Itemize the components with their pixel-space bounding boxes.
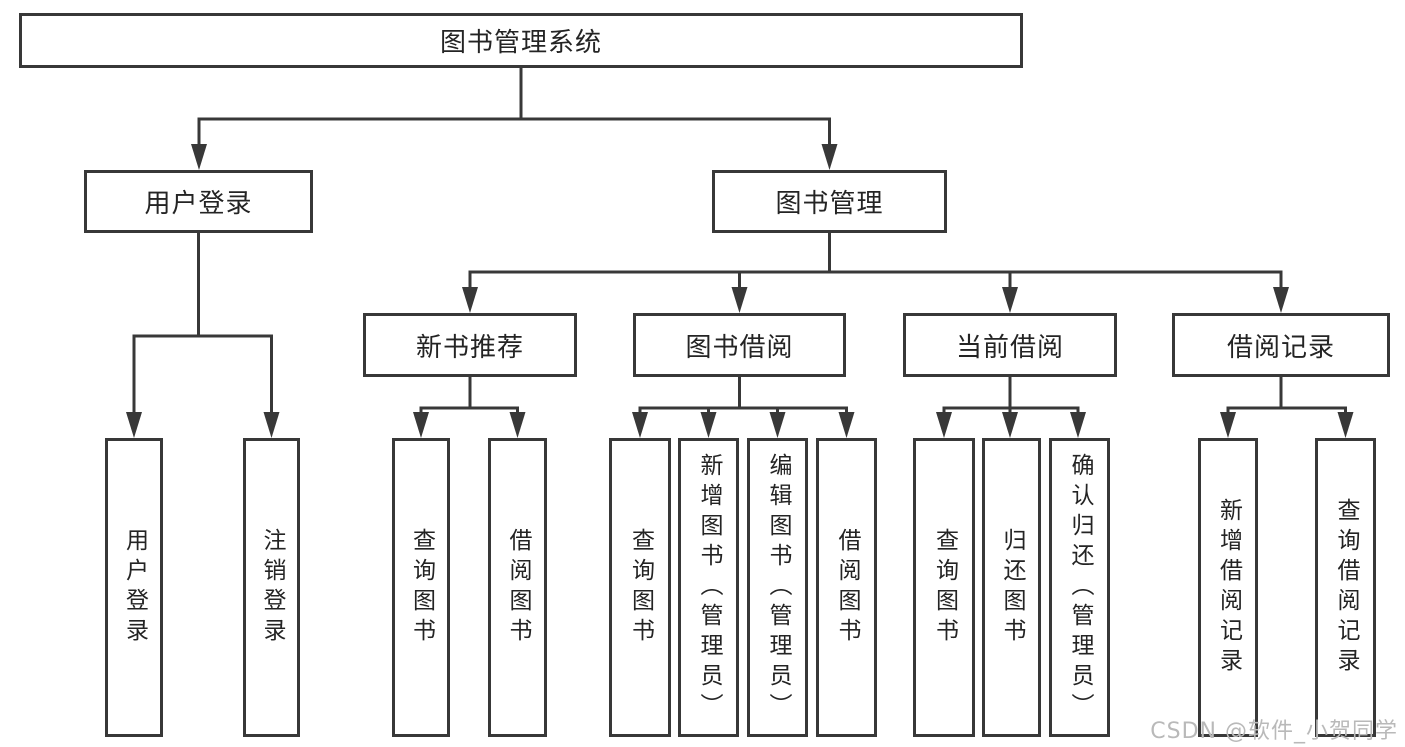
node-label: 新增借阅记录	[1215, 497, 1242, 678]
node-label: 确认归还（管理员）	[1067, 452, 1093, 723]
leaf-edit-books-admin: 编辑图书（管理员）	[747, 438, 808, 737]
leaf-query-borrow-record: 查询借阅记录	[1315, 438, 1376, 737]
node-label: 注销登录	[259, 527, 285, 648]
leaf-logout: 注销登录	[243, 438, 300, 737]
watermark: CSDN @软件_小贺同学	[1150, 719, 1398, 744]
connector-new-book-recommend-children	[413, 377, 526, 438]
connector-user-login-children	[126, 233, 280, 438]
leaf-query-books-borrow: 查询图书	[609, 438, 671, 737]
node-book-borrow: 图书借阅	[633, 313, 846, 377]
node-current-borrow: 当前借阅	[903, 313, 1117, 377]
leaf-add-borrow-record: 新增借阅记录	[1198, 438, 1258, 737]
node-label: 编辑图书（管理员）	[765, 452, 791, 723]
node-label: 图书借阅	[685, 332, 794, 363]
node-label: 新增图书（管理员）	[696, 452, 722, 723]
node-label: 图书管理	[775, 189, 884, 219]
node-label: 用户登录	[121, 527, 148, 648]
leaf-borrow-books-recommend: 借阅图书	[488, 438, 547, 737]
leaf-confirm-return-admin: 确认归还（管理员）	[1049, 438, 1110, 737]
node-label: 当前借阅	[955, 332, 1064, 363]
leaf-query-books-current: 查询图书	[913, 438, 975, 737]
node-label: 查询图书	[627, 527, 654, 648]
node-label: 用户登录	[144, 189, 253, 219]
node-label: 借阅图书	[834, 527, 860, 648]
node-label: 归还图书	[999, 527, 1025, 648]
node-label: 查询图书	[931, 527, 958, 648]
leaf-query-books-recommend: 查询图书	[392, 438, 450, 737]
node-label: 借阅记录	[1226, 332, 1335, 363]
leaf-user-login: 用户登录	[105, 438, 163, 737]
node-book-management: 图书管理	[712, 170, 947, 233]
connector-root-to-level1	[191, 68, 838, 170]
leaf-add-books-admin: 新增图书（管理员）	[678, 438, 739, 737]
connector-borrow-records-children	[1220, 377, 1354, 438]
leaf-return-books: 归还图书	[982, 438, 1041, 737]
node-library-management-system: 图书管理系统	[19, 13, 1023, 68]
node-user-login: 用户登录	[84, 170, 313, 233]
node-new-book-recommend: 新书推荐	[363, 313, 577, 377]
connector-current-borrow-children	[936, 377, 1086, 438]
connector-book-borrow-children	[632, 377, 855, 438]
leaf-borrow-books: 借阅图书	[816, 438, 877, 737]
node-borrow-records: 借阅记录	[1172, 313, 1390, 377]
node-label: 查询借阅记录	[1333, 497, 1359, 678]
node-label: 图书管理系统	[439, 28, 602, 58]
node-label: 查询图书	[408, 527, 435, 648]
node-label: 新书推荐	[415, 332, 524, 363]
node-label: 借阅图书	[505, 527, 531, 648]
connector-book-management-children	[462, 233, 1289, 313]
